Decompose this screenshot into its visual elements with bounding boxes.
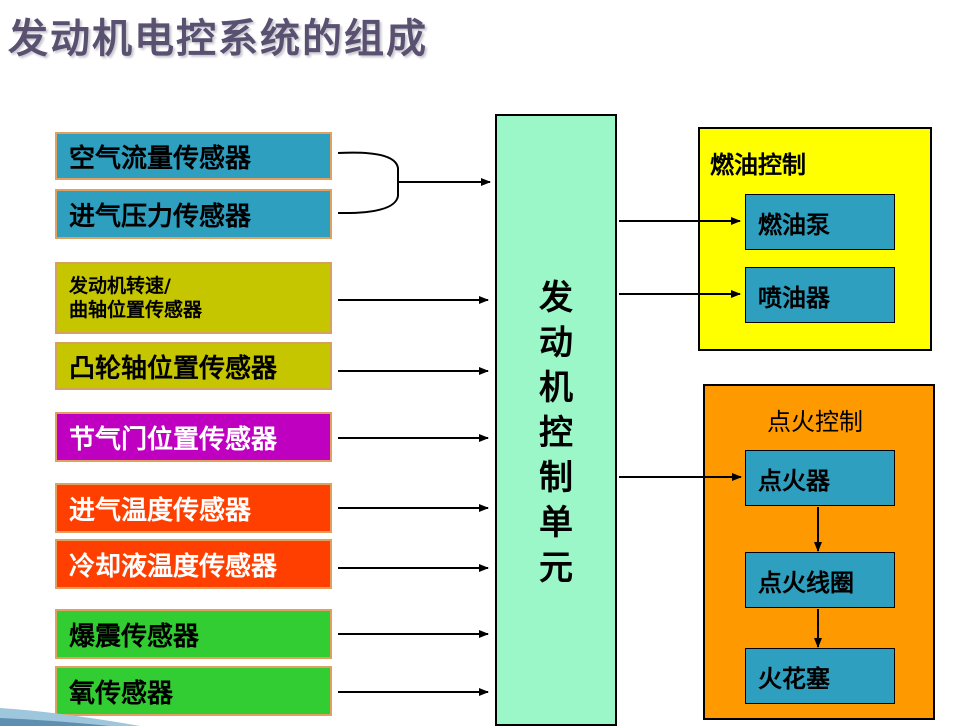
ecu-char: 机 — [539, 368, 573, 408]
fuel-control-group: 燃油控制 燃油泵 喷油器 — [698, 127, 932, 351]
page-title: 发动机电控系统的组成 — [8, 16, 428, 62]
sensor-engine-speed-crank: 发动机转速/ 曲轴位置传感器 — [55, 262, 332, 334]
ecu-char: 单 — [539, 503, 573, 543]
sensor-oxygen: 氧传感器 — [55, 666, 332, 716]
sensor-knock: 爆震传感器 — [55, 609, 332, 659]
ignition-coil-box: 点火线圈 — [745, 552, 895, 608]
sensor-camshaft-position: 凸轮轴位置传感器 — [55, 342, 332, 390]
spark-plug-box: 火花塞 — [745, 648, 895, 704]
ecu-char: 控 — [539, 413, 573, 453]
ecu-char: 发 — [539, 278, 573, 318]
ignition-control-title: 点火控制 — [767, 408, 863, 436]
engine-control-unit: 发 动 机 控 制 单 元 — [495, 114, 617, 726]
injector-box: 喷油器 — [745, 267, 895, 323]
bracket-connector — [337, 151, 399, 215]
sensor-coolant-temperature: 冷却液温度传感器 — [55, 539, 332, 589]
sensor-air-flow: 空气流量传感器 — [55, 132, 332, 180]
ignition-control-group: 点火控制 点火器 点火线圈 火花塞 — [703, 384, 935, 720]
ecu-label: 发 动 机 控 制 单 元 — [497, 276, 615, 591]
decorative-swoosh — [0, 708, 140, 726]
sensor-engine-speed-line2: 曲轴位置传感器 — [69, 299, 203, 321]
igniter-box: 点火器 — [745, 450, 895, 506]
fuel-pump-box: 燃油泵 — [745, 194, 895, 250]
sensor-throttle-position: 节气门位置传感器 — [55, 412, 332, 462]
sensor-intake-pressure: 进气压力传感器 — [55, 189, 332, 239]
fuel-control-title: 燃油控制 — [710, 151, 806, 179]
ecu-char: 制 — [539, 458, 573, 498]
ecu-char: 动 — [539, 323, 573, 363]
sensor-intake-temperature: 进气温度传感器 — [55, 483, 332, 533]
ecu-char: 元 — [539, 548, 573, 588]
sensor-engine-speed-line1: 发动机转速/ — [69, 275, 171, 297]
